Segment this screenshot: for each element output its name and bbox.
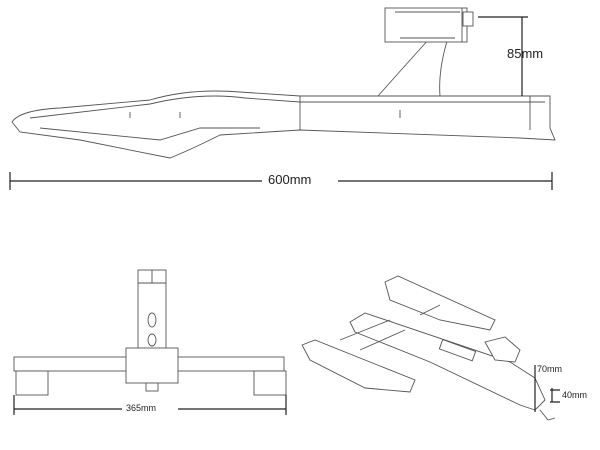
length-label: 600mm	[268, 172, 312, 187]
height-dimension-line	[478, 16, 528, 96]
width-label: 365mm	[126, 403, 157, 413]
isometric-view	[301, 275, 560, 421]
front-height-label: 70mm	[537, 364, 563, 374]
length-dimension-line	[9, 172, 553, 190]
side-view-pylon	[376, 7, 474, 97]
height-label: 85mm	[507, 46, 544, 61]
side-view-hull	[11, 90, 556, 159]
rear-height-label: 40mm	[562, 390, 588, 400]
front-view	[13, 269, 287, 415]
